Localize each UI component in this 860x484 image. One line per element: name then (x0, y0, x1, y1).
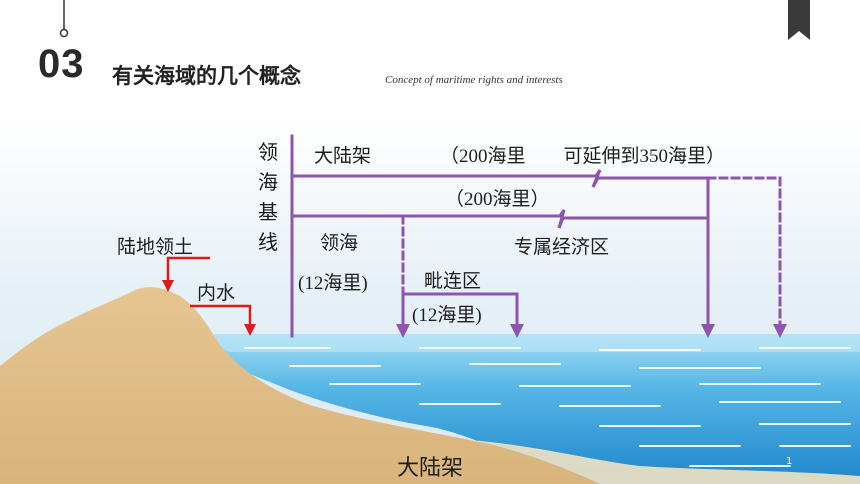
page-number: 1 (786, 456, 793, 467)
eez-extent-label: （200海里） (445, 189, 550, 210)
wave-lines (244, 347, 851, 467)
shelf-bottom-label: 大陆架 (397, 455, 464, 480)
baseline-label: 领海基线 (258, 142, 278, 254)
bookmark-icon (788, 0, 810, 40)
land (0, 287, 600, 484)
page-title: 有关海域的几个概念 (112, 64, 301, 88)
contiguous-zone-label: 毗连区 (424, 271, 482, 292)
shelf-header-label: 大陆架 (314, 146, 372, 167)
section-number: 03 (38, 42, 85, 86)
zone-arrowheads (396, 324, 787, 338)
land-territory-label: 陆地领土 (117, 237, 194, 258)
header-dot (59, 28, 69, 38)
page-subtitle: Concept of maritime rights and interests (385, 74, 563, 86)
contiguous-extent-label: (12海里) (412, 305, 482, 326)
red-arrows (166, 256, 252, 326)
red-arrowheads (162, 280, 256, 336)
sea-surface (190, 334, 860, 352)
eez-label: 专属经济区 (514, 237, 610, 258)
internal-waters-label: 内水 (197, 283, 236, 304)
territorial-sea-label: 领海 (320, 233, 359, 254)
territorial-extent-label: (12海里) (298, 273, 368, 294)
shelf-extent-label: （200海里 可延伸到350海里） (440, 146, 726, 167)
shore (470, 440, 860, 484)
zone-lines (290, 134, 782, 338)
